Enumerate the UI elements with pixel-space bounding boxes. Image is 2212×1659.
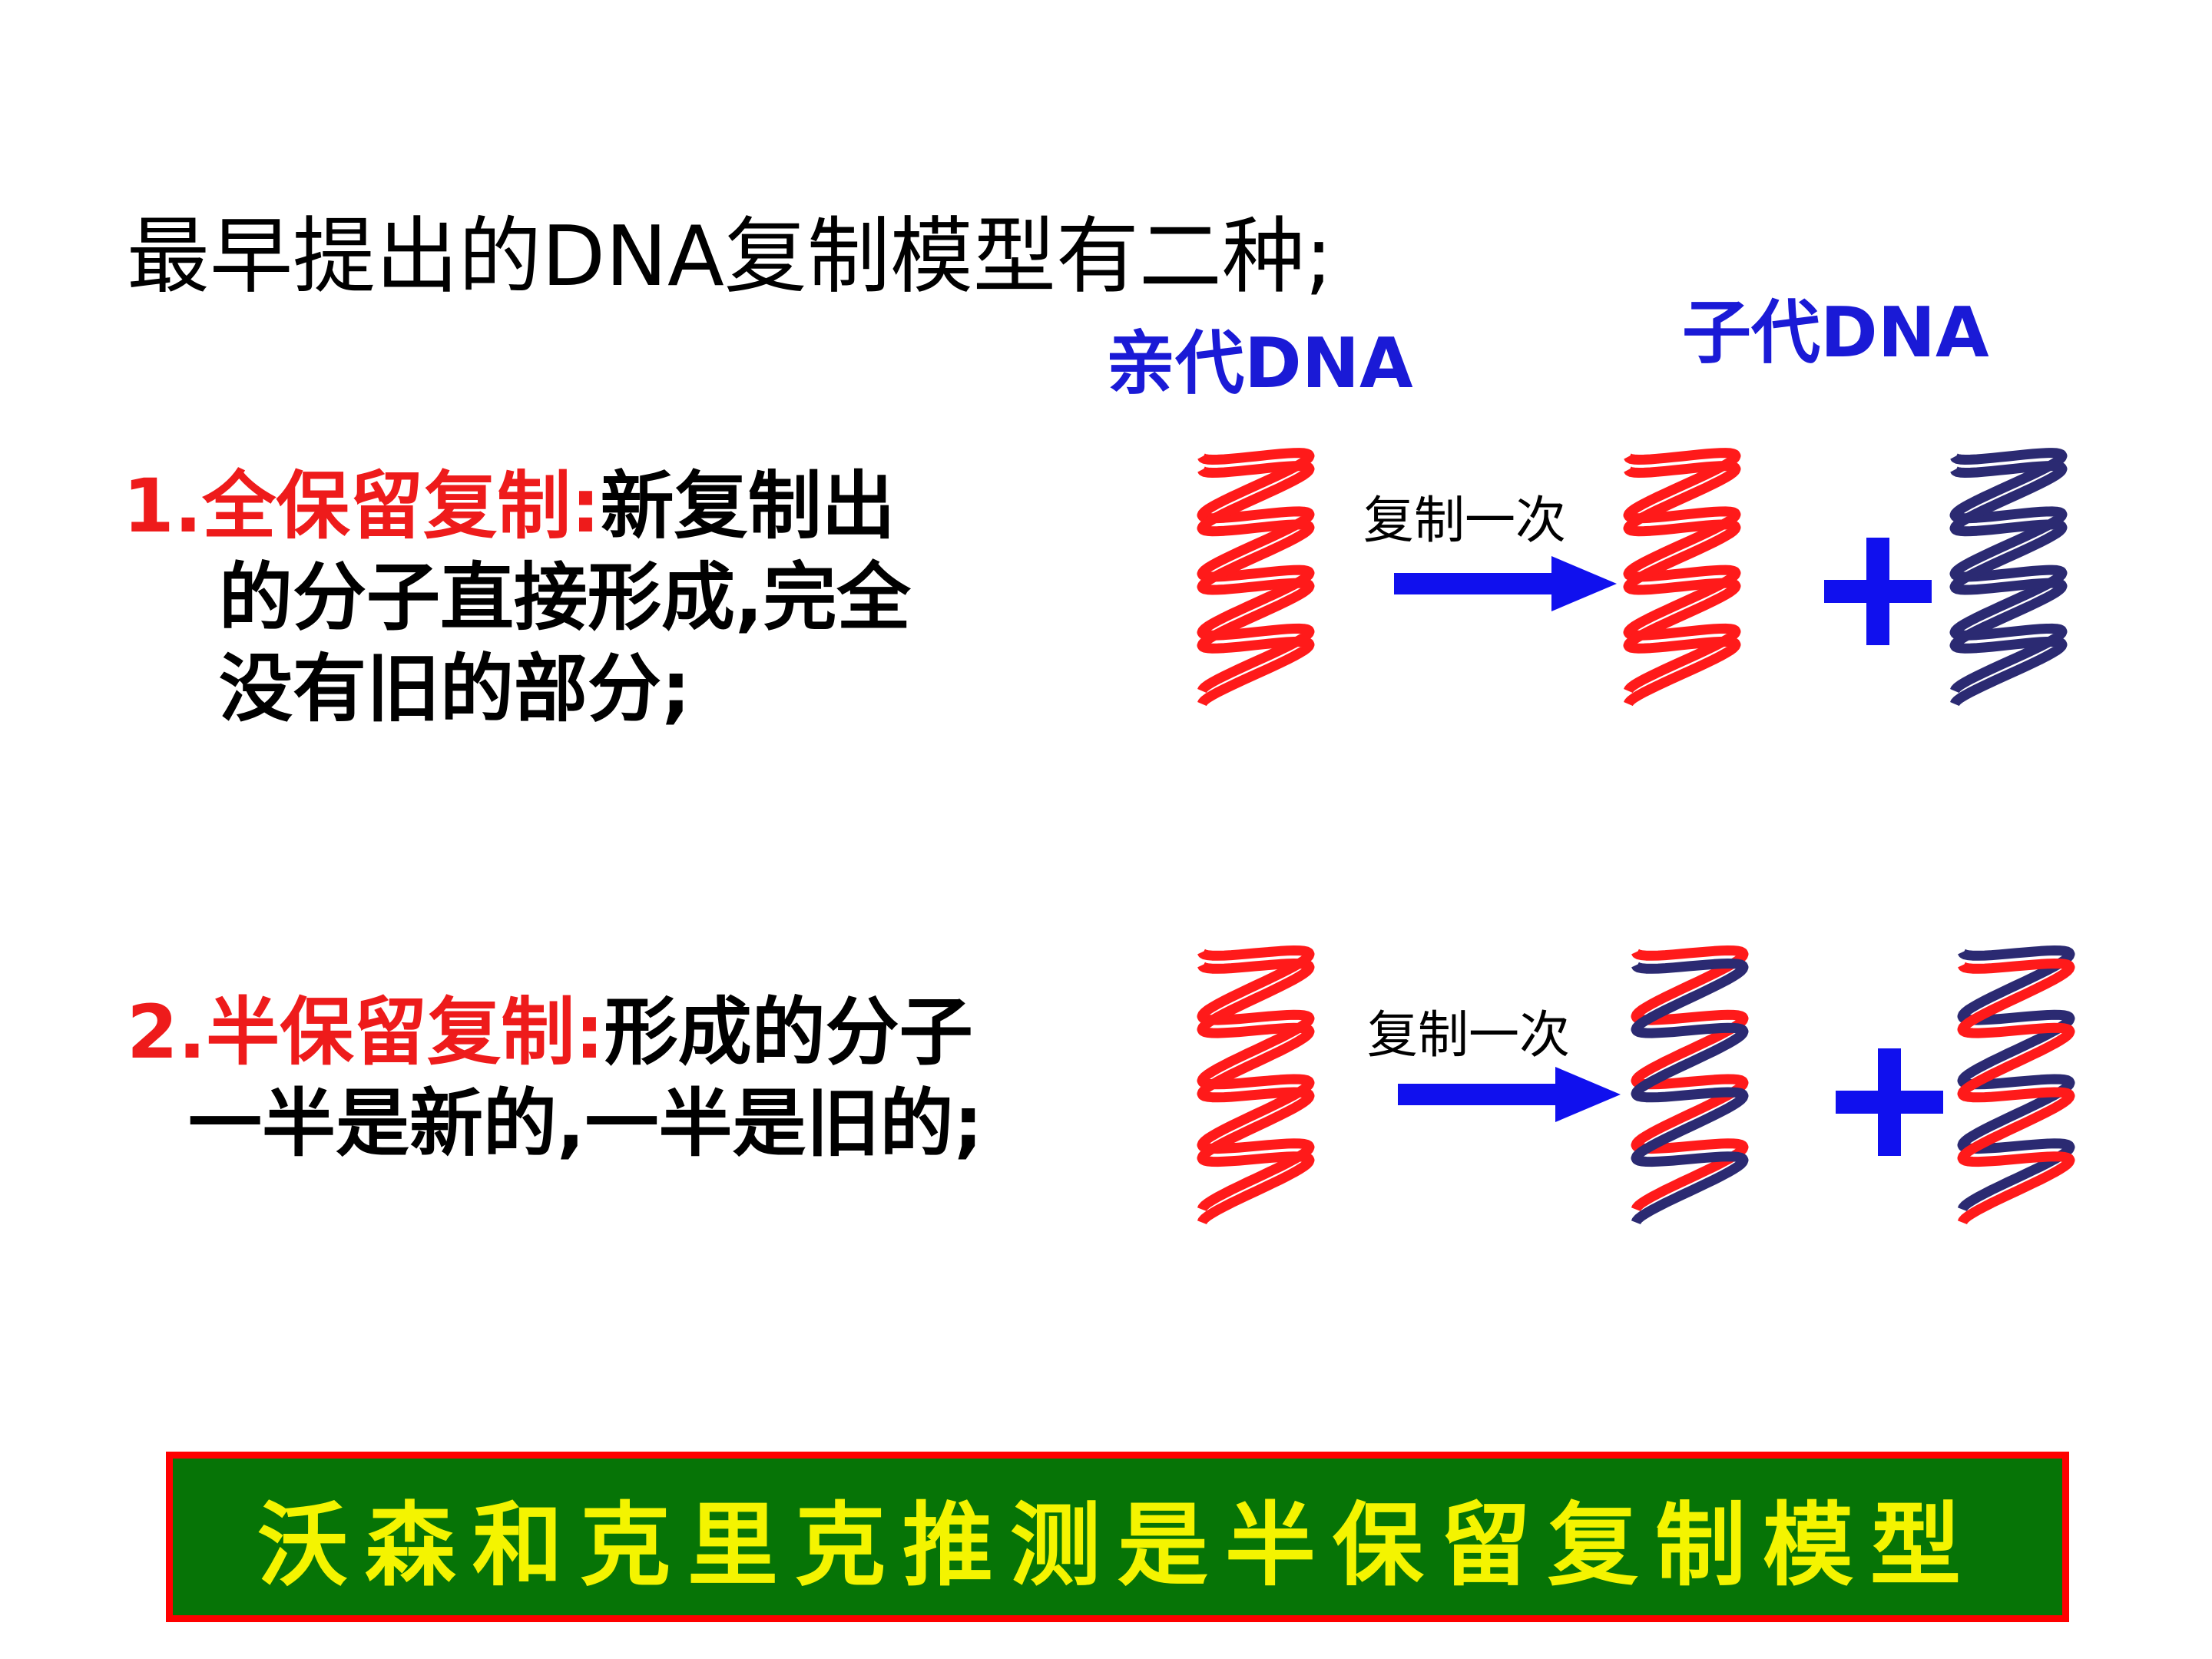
daughter-helix-hybrid-icon — [1631, 945, 1749, 1226]
model-description-line: 一半是新的,一半是旧的; — [188, 1081, 983, 1167]
old-strand — [1631, 945, 1749, 1213]
old-strand — [1623, 461, 1741, 707]
model-semiconservative-text: 2.半保留复制:形成的分子 一半是新的,一半是旧的; — [127, 987, 983, 1170]
old-strand — [1957, 959, 2075, 1226]
daughter-helix-old-icon — [1623, 448, 1741, 707]
old-strand — [1197, 448, 1315, 694]
daughter-helix-hybrid-icon — [1957, 945, 2075, 1226]
old-strand — [1623, 448, 1741, 694]
model-description-line: 的分子直接形成,完全 — [219, 555, 911, 641]
slide-title: 最早提出的DNA复制模型有二种; — [127, 209, 1333, 305]
new-strand — [1949, 448, 2068, 694]
daughter-helix-new-icon — [1949, 448, 2068, 707]
model-heading: 1.全保留复制: — [123, 463, 601, 549]
new-strand — [1949, 461, 2068, 707]
replication-arrow-label: 复制一次 — [1367, 1005, 1570, 1065]
right-arrow-icon — [1394, 556, 1617, 611]
model-conservative-text: 1.全保留复制:新复制出 的分子直接形成,完全 没有旧的部分; — [123, 461, 910, 735]
model-heading: 2.半保留复制: — [127, 989, 604, 1075]
model-description-line: 新复制出 — [600, 463, 896, 549]
conclusion-text: 沃森和克里克推测是半保留复制模型 — [257, 1491, 1978, 1598]
plus-icon — [1824, 538, 1932, 645]
old-strand — [1197, 959, 1315, 1226]
new-strand — [1631, 959, 1749, 1226]
new-strand — [1957, 945, 2075, 1213]
plus-icon — [1836, 1048, 1943, 1156]
child-dna-label: 子代DNA — [1682, 293, 1989, 373]
parent-helix-icon — [1197, 448, 1315, 707]
model-description-line: 形成的分子 — [604, 989, 973, 1075]
replication-arrow-label: 复制一次 — [1363, 491, 1566, 550]
old-strand — [1197, 461, 1315, 707]
right-arrow-icon — [1398, 1067, 1621, 1122]
conclusion-banner: 沃森和克里克推测是半保留复制模型 — [166, 1452, 2069, 1622]
parent-dna-label: 亲代DNA — [1106, 323, 1413, 404]
model-description-line: 没有旧的部分; — [219, 646, 691, 733]
parent-helix-icon — [1197, 945, 1315, 1226]
old-strand — [1197, 945, 1315, 1213]
